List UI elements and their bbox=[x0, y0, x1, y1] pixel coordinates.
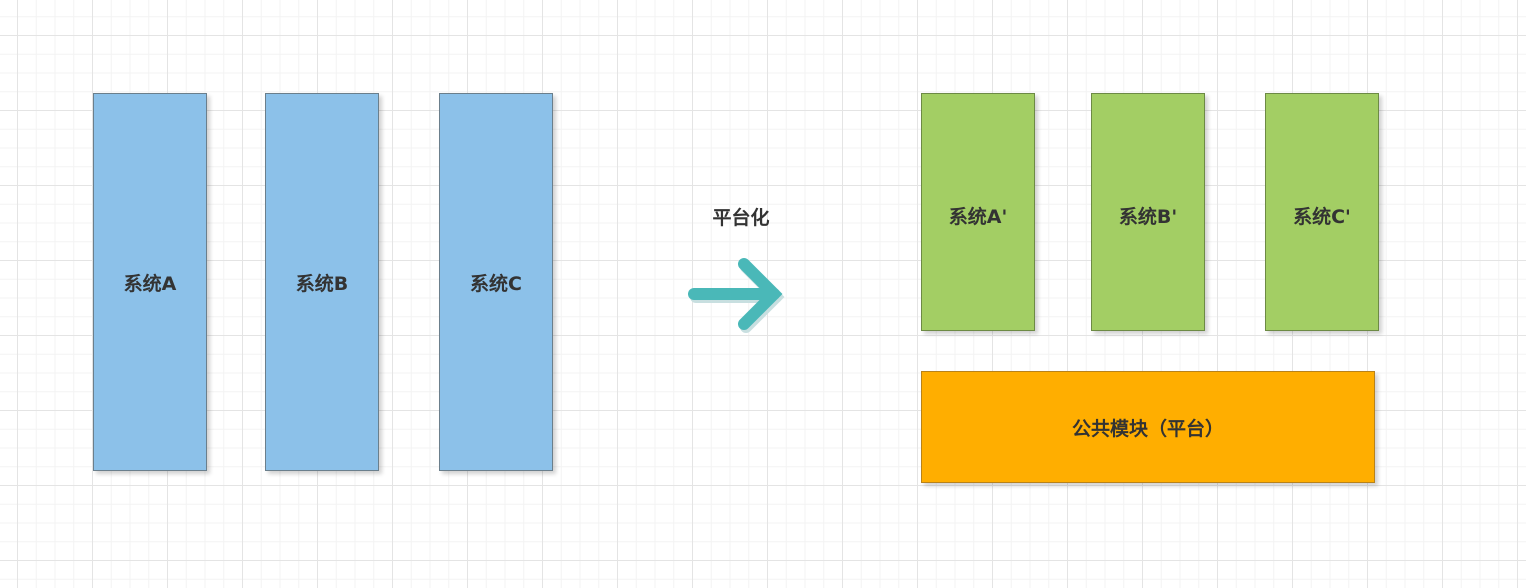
system-b-label: 系统B bbox=[295, 272, 349, 295]
system-b-box: 系统B bbox=[265, 93, 379, 471]
system-b-prime-box: 系统B' bbox=[1091, 93, 1205, 331]
system-c-prime-box: 系统C' bbox=[1265, 93, 1379, 331]
system-c-box: 系统C bbox=[439, 93, 553, 471]
system-c-label: 系统C bbox=[470, 272, 522, 295]
system-a-label: 系统A bbox=[123, 272, 177, 295]
system-a-prime-label: 系统A' bbox=[948, 206, 1008, 228]
transition-label: 平台化 bbox=[712, 207, 770, 229]
system-c-prime-label: 系统C' bbox=[1293, 206, 1351, 228]
system-a-prime-box: 系统A' bbox=[921, 93, 1035, 331]
right-arrow-icon bbox=[688, 258, 785, 333]
common-platform-label: 公共模块（平台） bbox=[1071, 417, 1224, 440]
system-a-box: 系统A bbox=[93, 93, 207, 471]
common-platform-box: 公共模块（平台） bbox=[921, 371, 1375, 483]
system-b-prime-label: 系统B' bbox=[1118, 206, 1178, 228]
